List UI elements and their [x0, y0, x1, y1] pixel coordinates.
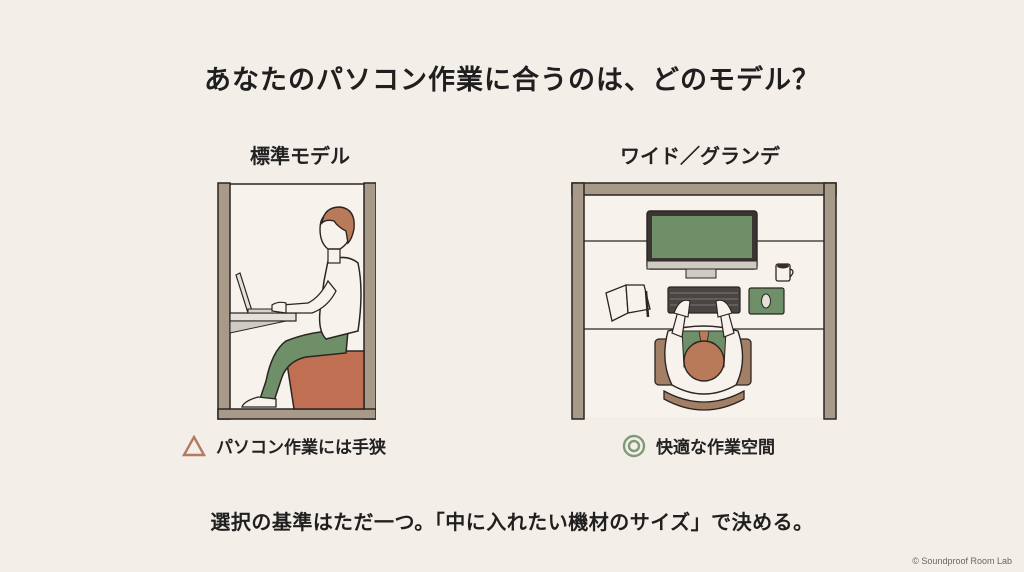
wide-grande-model-verdict: 快適な作業空間 [622, 433, 775, 458]
wide-grande-model-verdict-text: 快適な作業空間 [656, 438, 775, 458]
copyright: © Soundproof Room Lab [912, 556, 1012, 566]
triangle-icon [182, 434, 206, 456]
standard-model-illustration [216, 181, 377, 421]
wide-grande-model-label: ワイド／グランデ [620, 144, 780, 168]
standard-model-verdict-text: パソコン作業には手狭 [216, 438, 386, 458]
page-title: あなたのパソコン作業に合うのは、どのモデル？ [204, 65, 820, 96]
wide-grande-model-illustration [568, 181, 838, 421]
standard-model-verdict: パソコン作業には手狭 [182, 433, 386, 458]
double-circle-icon [622, 434, 646, 457]
footer-message: 選択の基準はただ一つ。「中に入れたい機材のサイズ」で決める。 [210, 510, 814, 534]
standard-model-label: 標準モデル [250, 144, 350, 168]
